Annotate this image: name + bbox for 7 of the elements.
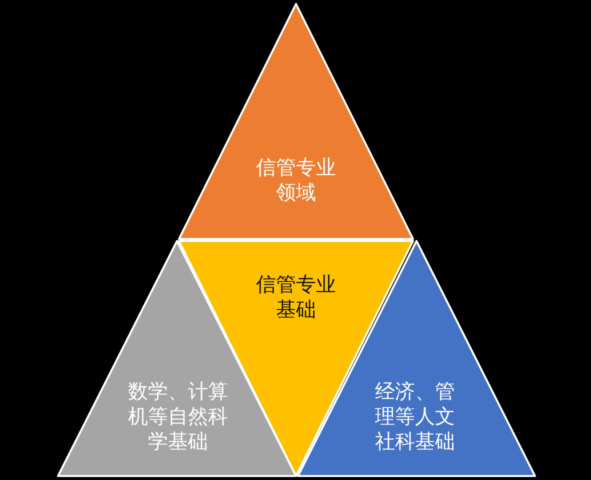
triangle [178, 3, 414, 240]
triangle [57, 240, 297, 477]
section-label: 数学、计算机等自然科学基础 [127, 379, 229, 454]
section-label: 信管专业领域 [255, 155, 337, 205]
triangle [297, 240, 536, 477]
section-label: 经济、管理等人文社科基础 [374, 379, 456, 454]
section-label: 信管专业基础 [255, 272, 337, 322]
